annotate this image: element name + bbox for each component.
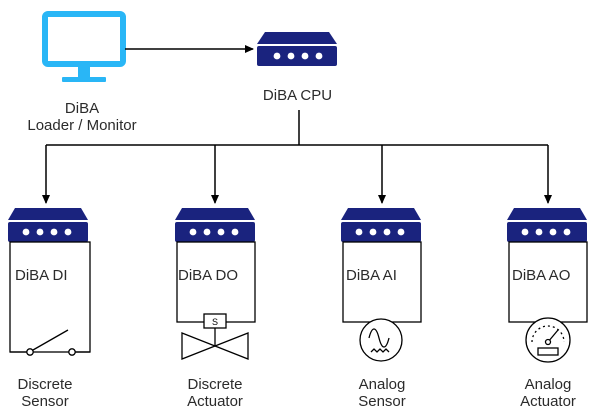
caption-discrete-sensor-line2: Sensor [21, 393, 69, 410]
gauge-icon [525, 317, 571, 363]
caption-discrete-actuator-line2: Actuator [187, 393, 243, 410]
monitor-label: DiBA Loader / Monitor [6, 100, 158, 134]
monitor-icon [42, 11, 126, 82]
cpu-icon [257, 32, 337, 66]
bus-connector [42, 110, 552, 204]
monitor-label-line2: Loader / Monitor [27, 117, 137, 134]
caption-discrete-actuator: Discrete Actuator [170, 376, 260, 410]
monitor-label-line1: DiBA [64, 100, 100, 117]
caption-analog-actuator-line2: Actuator [520, 393, 576, 410]
module-di [8, 208, 91, 353]
module-ao [507, 208, 588, 323]
caption-discrete-sensor: Discrete Sensor [0, 376, 90, 410]
caption-discrete-sensor-line1: Discrete [17, 376, 73, 393]
cpu-label: DiBA CPU [262, 87, 333, 104]
caption-analog-actuator-line1: Analog [524, 376, 572, 393]
valve-badge: S [212, 317, 218, 327]
module-label-ai: DiBA AI [346, 267, 397, 284]
module-ai [341, 208, 422, 323]
module-label-di: DiBA DI [15, 267, 68, 284]
valve-icon [181, 313, 249, 360]
caption-discrete-actuator-line1: Discrete [187, 376, 243, 393]
sine-sensor-icon [359, 318, 403, 362]
caption-analog-actuator: Analog Actuator [503, 376, 589, 410]
module-label-ao: DiBA AO [512, 267, 571, 284]
caption-analog-sensor-line1: Analog [358, 376, 406, 393]
caption-analog-sensor-line2: Sensor [358, 393, 406, 410]
caption-analog-sensor: Analog Sensor [337, 376, 427, 410]
module-label-do: DiBA DO [178, 267, 239, 284]
module-do [175, 208, 256, 323]
switch-icon [10, 329, 90, 356]
